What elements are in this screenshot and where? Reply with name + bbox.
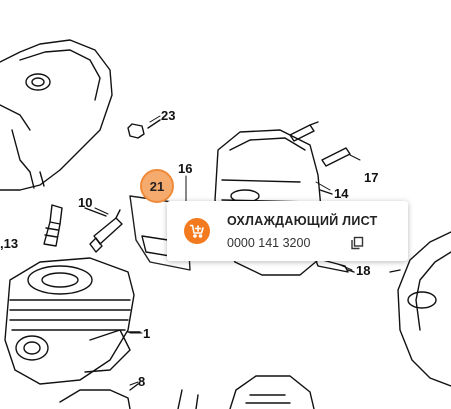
callout-16[interactable]: 16 — [178, 161, 193, 176]
copy-icon[interactable] — [350, 236, 364, 250]
bracket-part[interactable] — [314, 257, 355, 273]
cart-add-icon — [189, 224, 204, 238]
callout-13[interactable]: ,13 — [0, 236, 19, 251]
callout-10[interactable]: 10 — [78, 195, 93, 210]
sensor-part[interactable] — [84, 207, 123, 253]
cylinder-part[interactable] — [4, 257, 141, 385]
callout-23[interactable]: 23 — [161, 108, 176, 123]
gasket-part[interactable] — [59, 383, 139, 409]
callout-18[interactable]: 18 — [356, 263, 371, 278]
engine-cover-part[interactable] — [0, 39, 113, 191]
lower-housing-part[interactable] — [177, 375, 315, 409]
side-housing-part[interactable] — [389, 231, 451, 387]
callout-8[interactable]: 8 — [138, 374, 146, 389]
add-to-cart-button[interactable] — [184, 218, 210, 244]
part-info-popup: ОХЛАЖДАЮЩИЙ ЛИСТ 0000 141 3200 — [167, 201, 408, 261]
part-number: 0000 141 3200 — [227, 236, 311, 250]
callout-21-highlighted[interactable]: 21 — [140, 169, 174, 203]
callout-21-label: 21 — [149, 178, 165, 194]
part-title: ОХЛАЖДАЮЩИЙ ЛИСТ — [227, 214, 378, 228]
callout-17[interactable]: 17 — [364, 170, 379, 185]
spark-plug-part[interactable] — [43, 204, 63, 247]
nut-part[interactable] — [127, 119, 161, 139]
screw-part[interactable] — [289, 121, 351, 167]
callout-1[interactable]: 1 — [143, 326, 151, 341]
leader-lines — [94, 115, 361, 386]
callout-14[interactable]: 14 — [334, 186, 349, 201]
